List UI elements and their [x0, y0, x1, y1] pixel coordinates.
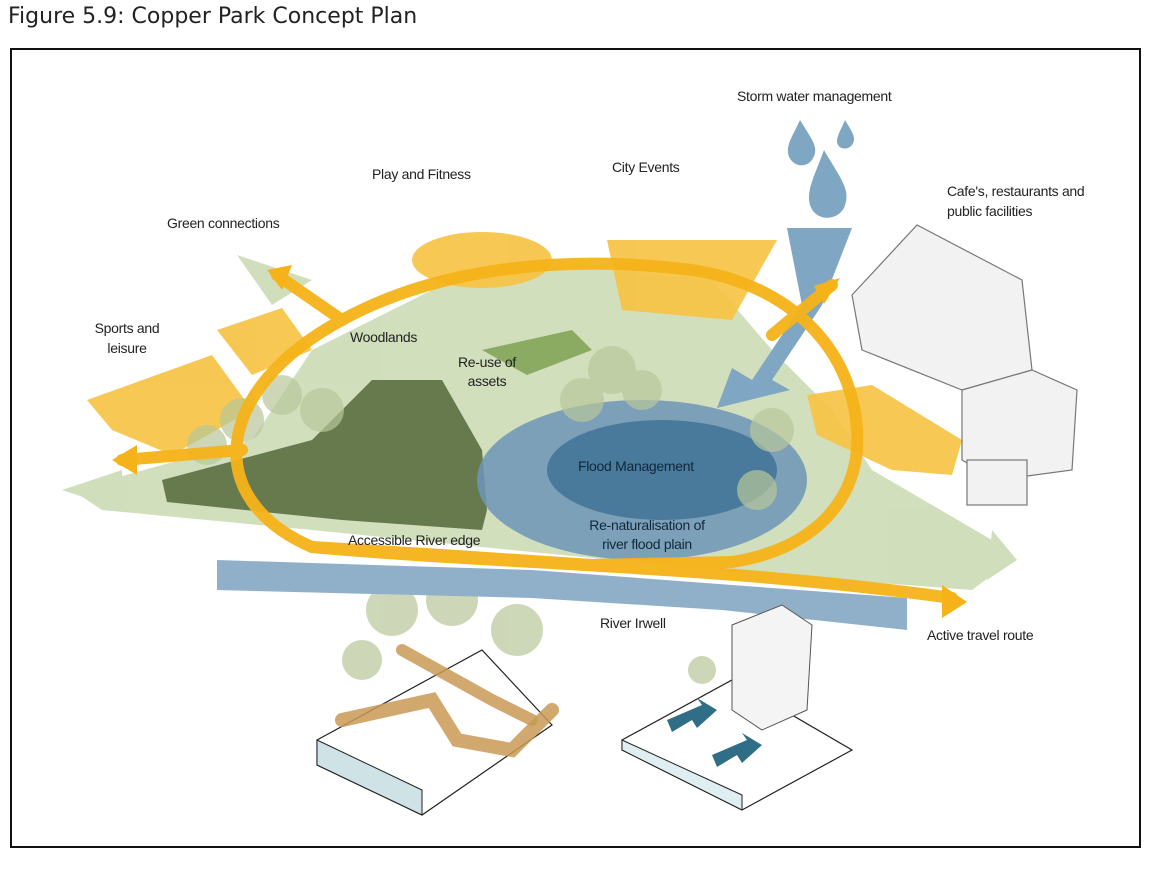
reuse-assets-area: [482, 330, 592, 375]
label-woodlands: Woodlands: [350, 329, 418, 345]
concept-plan-frame: Storm water management Play and Fitness …: [10, 48, 1141, 848]
flood-plain-inner: [547, 420, 777, 520]
flood-section: [621, 604, 854, 811]
storm-water-arrow: [717, 120, 855, 408]
active-travel-route: [116, 257, 958, 604]
label-reuse-assets: Re-use of assets: [458, 354, 516, 389]
route-arrowheads: [112, 265, 967, 618]
cafe-buildings: [851, 224, 1078, 506]
label-green-connections: Green connections: [167, 215, 280, 231]
label-sports-leisure: Sports and leisure: [94, 320, 160, 356]
label-play-fitness: Play and Fitness: [372, 166, 471, 182]
label-city-events: City Events: [612, 159, 680, 175]
label-flood-management: Flood Management: [578, 458, 694, 474]
river-edge-section: [316, 644, 559, 816]
label-accessible-river-edge: Accessible River edge: [348, 532, 481, 548]
label-cafes: Cafe's, restaurants and public facilitie…: [947, 183, 1085, 219]
label-active-travel: Active travel route: [927, 627, 1034, 643]
concept-plan-diagram: [62, 120, 1078, 816]
label-river-irwell: River Irwell: [600, 615, 666, 631]
figure-title: Figure 5.9: Copper Park Concept Plan: [8, 4, 418, 29]
label-renaturalisation: Re-naturalisation of river flood plain: [589, 517, 705, 552]
river-irwell: [217, 560, 907, 630]
label-storm-water: Storm water management: [737, 88, 892, 104]
